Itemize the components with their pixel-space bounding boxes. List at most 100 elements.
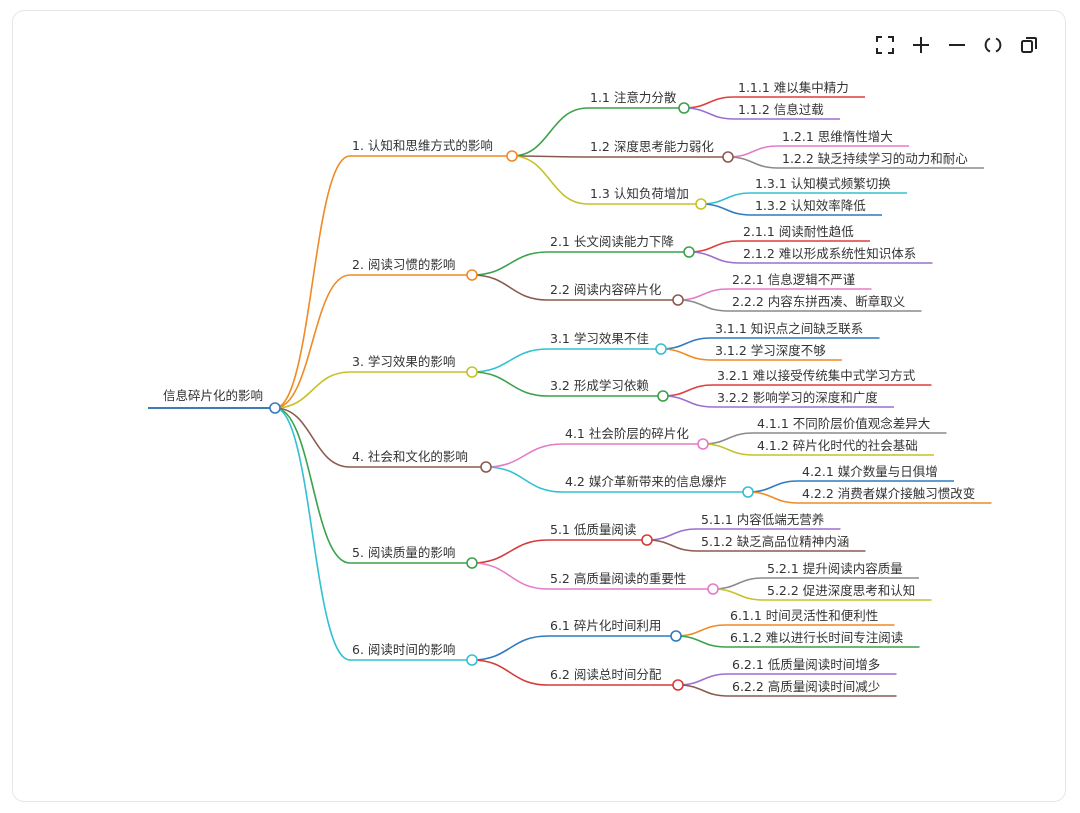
- copy-button[interactable]: [1018, 32, 1040, 58]
- subbranch-label-5-1[interactable]: 5.1 低质量阅读: [550, 522, 636, 537]
- subbranch-label-2-2[interactable]: 2.2 阅读内容碎片化: [550, 282, 662, 297]
- subbranch-label-5-2[interactable]: 5.2 高质量阅读的重要性: [550, 571, 686, 586]
- leaf-connector-2-2-2: [677, 299, 729, 312]
- leaf-label-4-2-1[interactable]: 4.2.1 媒介数量与日俱增: [802, 464, 938, 479]
- subbranch-label-2-1[interactable]: 2.1 长文阅读能力下降: [550, 234, 674, 249]
- branch-label-6[interactable]: 6. 阅读时间的影响: [352, 642, 455, 657]
- subbranch-toggle-3-1[interactable]: [655, 343, 667, 355]
- leaf-label-1-2-2[interactable]: 1.2.2 缺乏持续学习的动力和耐心: [782, 151, 968, 166]
- leaf-label-2-2-1[interactable]: 2.2.1 信息逻辑不严谨: [732, 272, 855, 287]
- subbranch-toggle-2-2[interactable]: [672, 294, 684, 306]
- subbranch-label-3-2[interactable]: 3.2 形成学习依赖: [550, 378, 649, 393]
- fullscreen-icon: [876, 36, 894, 54]
- leaf-label-1-1-1[interactable]: 1.1.1 难以集中精力: [738, 80, 849, 95]
- leaf-label-2-1-1[interactable]: 2.1.1 阅读耐性趋低: [743, 224, 854, 239]
- branch-toggle-6[interactable]: [466, 654, 478, 666]
- leaf-connector-3-2-1: [662, 384, 714, 397]
- leaf-label-3-2-2[interactable]: 3.2.2 影响学习的深度和广度: [717, 390, 878, 405]
- subbranch-label-1-3[interactable]: 1.3 认知负荷增加: [590, 186, 689, 201]
- branch-connector-2: [274, 274, 351, 409]
- leaf-connector-3-1-2: [660, 348, 712, 361]
- leaf-connector-4-2-2: [747, 491, 799, 504]
- subbranch-toggle-1-3[interactable]: [695, 198, 707, 210]
- leaf-label-4-1-2[interactable]: 4.1.2 碎片化时代的社会基础: [757, 438, 918, 453]
- leaf-connector-5-2-2: [712, 588, 764, 601]
- leaf-label-1-3-2[interactable]: 1.3.2 认知效率降低: [755, 198, 866, 213]
- branch-label-4[interactable]: 4. 社会和文化的影响: [352, 449, 468, 464]
- subbranch-label-1-1[interactable]: 1.1 注意力分散: [590, 90, 677, 105]
- branch-toggle-5[interactable]: [466, 557, 478, 569]
- leaf-label-3-1-1[interactable]: 3.1.1 知识点之间缺乏联系: [715, 321, 863, 336]
- reset-button[interactable]: [982, 32, 1004, 58]
- subbranch-toggle-5-1[interactable]: [641, 534, 653, 546]
- subbranch-label-4-1[interactable]: 4.1 社会阶层的碎片化: [565, 426, 689, 441]
- leaf-connector-1-3-2: [700, 203, 752, 216]
- leaf-connector-5-1-1: [646, 528, 698, 541]
- plus-icon: [913, 37, 929, 53]
- mindmap-card: [12, 10, 1066, 802]
- leaf-connector-1-2-1: [727, 145, 779, 158]
- subbranch-toggle-3-2[interactable]: [657, 390, 669, 402]
- subbranch-connector-3-1: [471, 348, 549, 373]
- toolbar: [874, 32, 1040, 58]
- leaf-label-1-3-1[interactable]: 1.3.1 认知模式频繁切换: [755, 176, 891, 191]
- leaf-connector-4-1-1: [702, 432, 754, 445]
- zoom-out-button[interactable]: [946, 32, 968, 58]
- leaf-label-5-2-2[interactable]: 5.2.2 促进深度思考和认知: [767, 583, 915, 598]
- leaf-label-5-1-1[interactable]: 5.1.1 内容低端无营养: [701, 512, 824, 527]
- leaf-label-2-1-2[interactable]: 2.1.2 难以形成系统性知识体系: [743, 246, 916, 261]
- subbranch-label-1-2[interactable]: 1.2 深度思考能力弱化: [590, 139, 714, 154]
- leaf-label-4-2-2[interactable]: 4.2.2 消费者媒介接触习惯改变: [802, 486, 975, 501]
- branch-toggle-3[interactable]: [466, 366, 478, 378]
- subbranch-label-4-2[interactable]: 4.2 媒介革新带来的信息爆炸: [565, 474, 727, 489]
- subbranch-toggle-6-2[interactable]: [672, 679, 684, 691]
- leaf-connector-2-1-1: [688, 240, 740, 253]
- subbranch-label-6-1[interactable]: 6.1 碎片化时间利用: [550, 618, 661, 633]
- subbranch-connector-6-2: [471, 659, 549, 686]
- leaf-label-5-1-2[interactable]: 5.1.2 缺乏高品位精神内涵: [701, 534, 849, 549]
- branch-label-1[interactable]: 1. 认知和思维方式的影响: [352, 138, 493, 153]
- leaf-connector-6-1-1: [675, 624, 727, 637]
- leaf-label-5-2-1[interactable]: 5.2.1 提升阅读内容质量: [767, 561, 903, 576]
- leaf-label-1-2-1[interactable]: 1.2.1 思维惰性增大: [782, 129, 893, 144]
- branch-toggle-4[interactable]: [480, 461, 492, 473]
- leaf-connector-6-2-1: [677, 673, 729, 686]
- root-node-label[interactable]: 信息碎片化的影响: [163, 388, 263, 403]
- leaf-label-2-2-2[interactable]: 2.2.2 内容东拼西凑、断章取义: [732, 294, 906, 309]
- subbranch-toggle-5-2[interactable]: [707, 583, 719, 595]
- leaf-label-6-1-1[interactable]: 6.1.1 时间灵活性和便利性: [730, 608, 878, 623]
- leaf-connector-1-2-2: [727, 156, 779, 169]
- leaf-connector-5-1-2: [646, 539, 698, 552]
- subbranch-connector-1-1: [511, 107, 589, 157]
- leaf-label-3-2-1[interactable]: 3.2.1 难以接受传统集中式学习方式: [717, 368, 916, 383]
- branch-connector-5: [274, 407, 351, 564]
- subbranch-connector-4-1: [485, 443, 564, 468]
- branch-label-3[interactable]: 3. 学习效果的影响: [352, 354, 455, 369]
- branch-toggle-2[interactable]: [466, 269, 478, 281]
- fullscreen-button[interactable]: [874, 32, 896, 58]
- leaf-connector-4-2-1: [747, 480, 799, 493]
- leaf-label-1-1-2[interactable]: 1.1.2 信息过载: [738, 102, 824, 117]
- branch-toggle-1[interactable]: [506, 150, 518, 162]
- subbranch-toggle-1-2[interactable]: [722, 151, 734, 163]
- leaf-label-6-2-1[interactable]: 6.2.1 低质量阅读时间增多: [732, 657, 880, 672]
- subbranch-toggle-2-1[interactable]: [683, 246, 695, 258]
- branch-label-5[interactable]: 5. 阅读质量的影响: [352, 545, 455, 560]
- subbranch-label-6-2[interactable]: 6.2 阅读总时间分配: [550, 667, 662, 682]
- root-toggle[interactable]: [269, 402, 281, 414]
- branch-label-2[interactable]: 2. 阅读习惯的影响: [352, 257, 455, 272]
- leaf-label-4-1-1[interactable]: 4.1.1 不同阶层价值观念差异大: [757, 416, 930, 431]
- leaf-label-6-2-2[interactable]: 6.2.2 高质量阅读时间减少: [732, 679, 880, 694]
- zoom-in-button[interactable]: [910, 32, 932, 58]
- leaf-connector-3-1-1: [660, 337, 712, 350]
- subbranch-toggle-4-2[interactable]: [742, 486, 754, 498]
- leaf-label-3-1-2[interactable]: 3.1.2 学习深度不够: [715, 343, 826, 358]
- minus-icon: [949, 44, 965, 46]
- subbranch-label-3-1[interactable]: 3.1 学习效果不佳: [550, 331, 649, 346]
- leaf-label-6-1-2[interactable]: 6.1.2 难以进行长时间专注阅读: [730, 630, 903, 645]
- subbranch-connector-5-1: [471, 539, 549, 564]
- subbranch-toggle-4-1[interactable]: [697, 438, 709, 450]
- subbranch-toggle-6-1[interactable]: [670, 630, 682, 642]
- subbranch-toggle-1-1[interactable]: [678, 102, 690, 114]
